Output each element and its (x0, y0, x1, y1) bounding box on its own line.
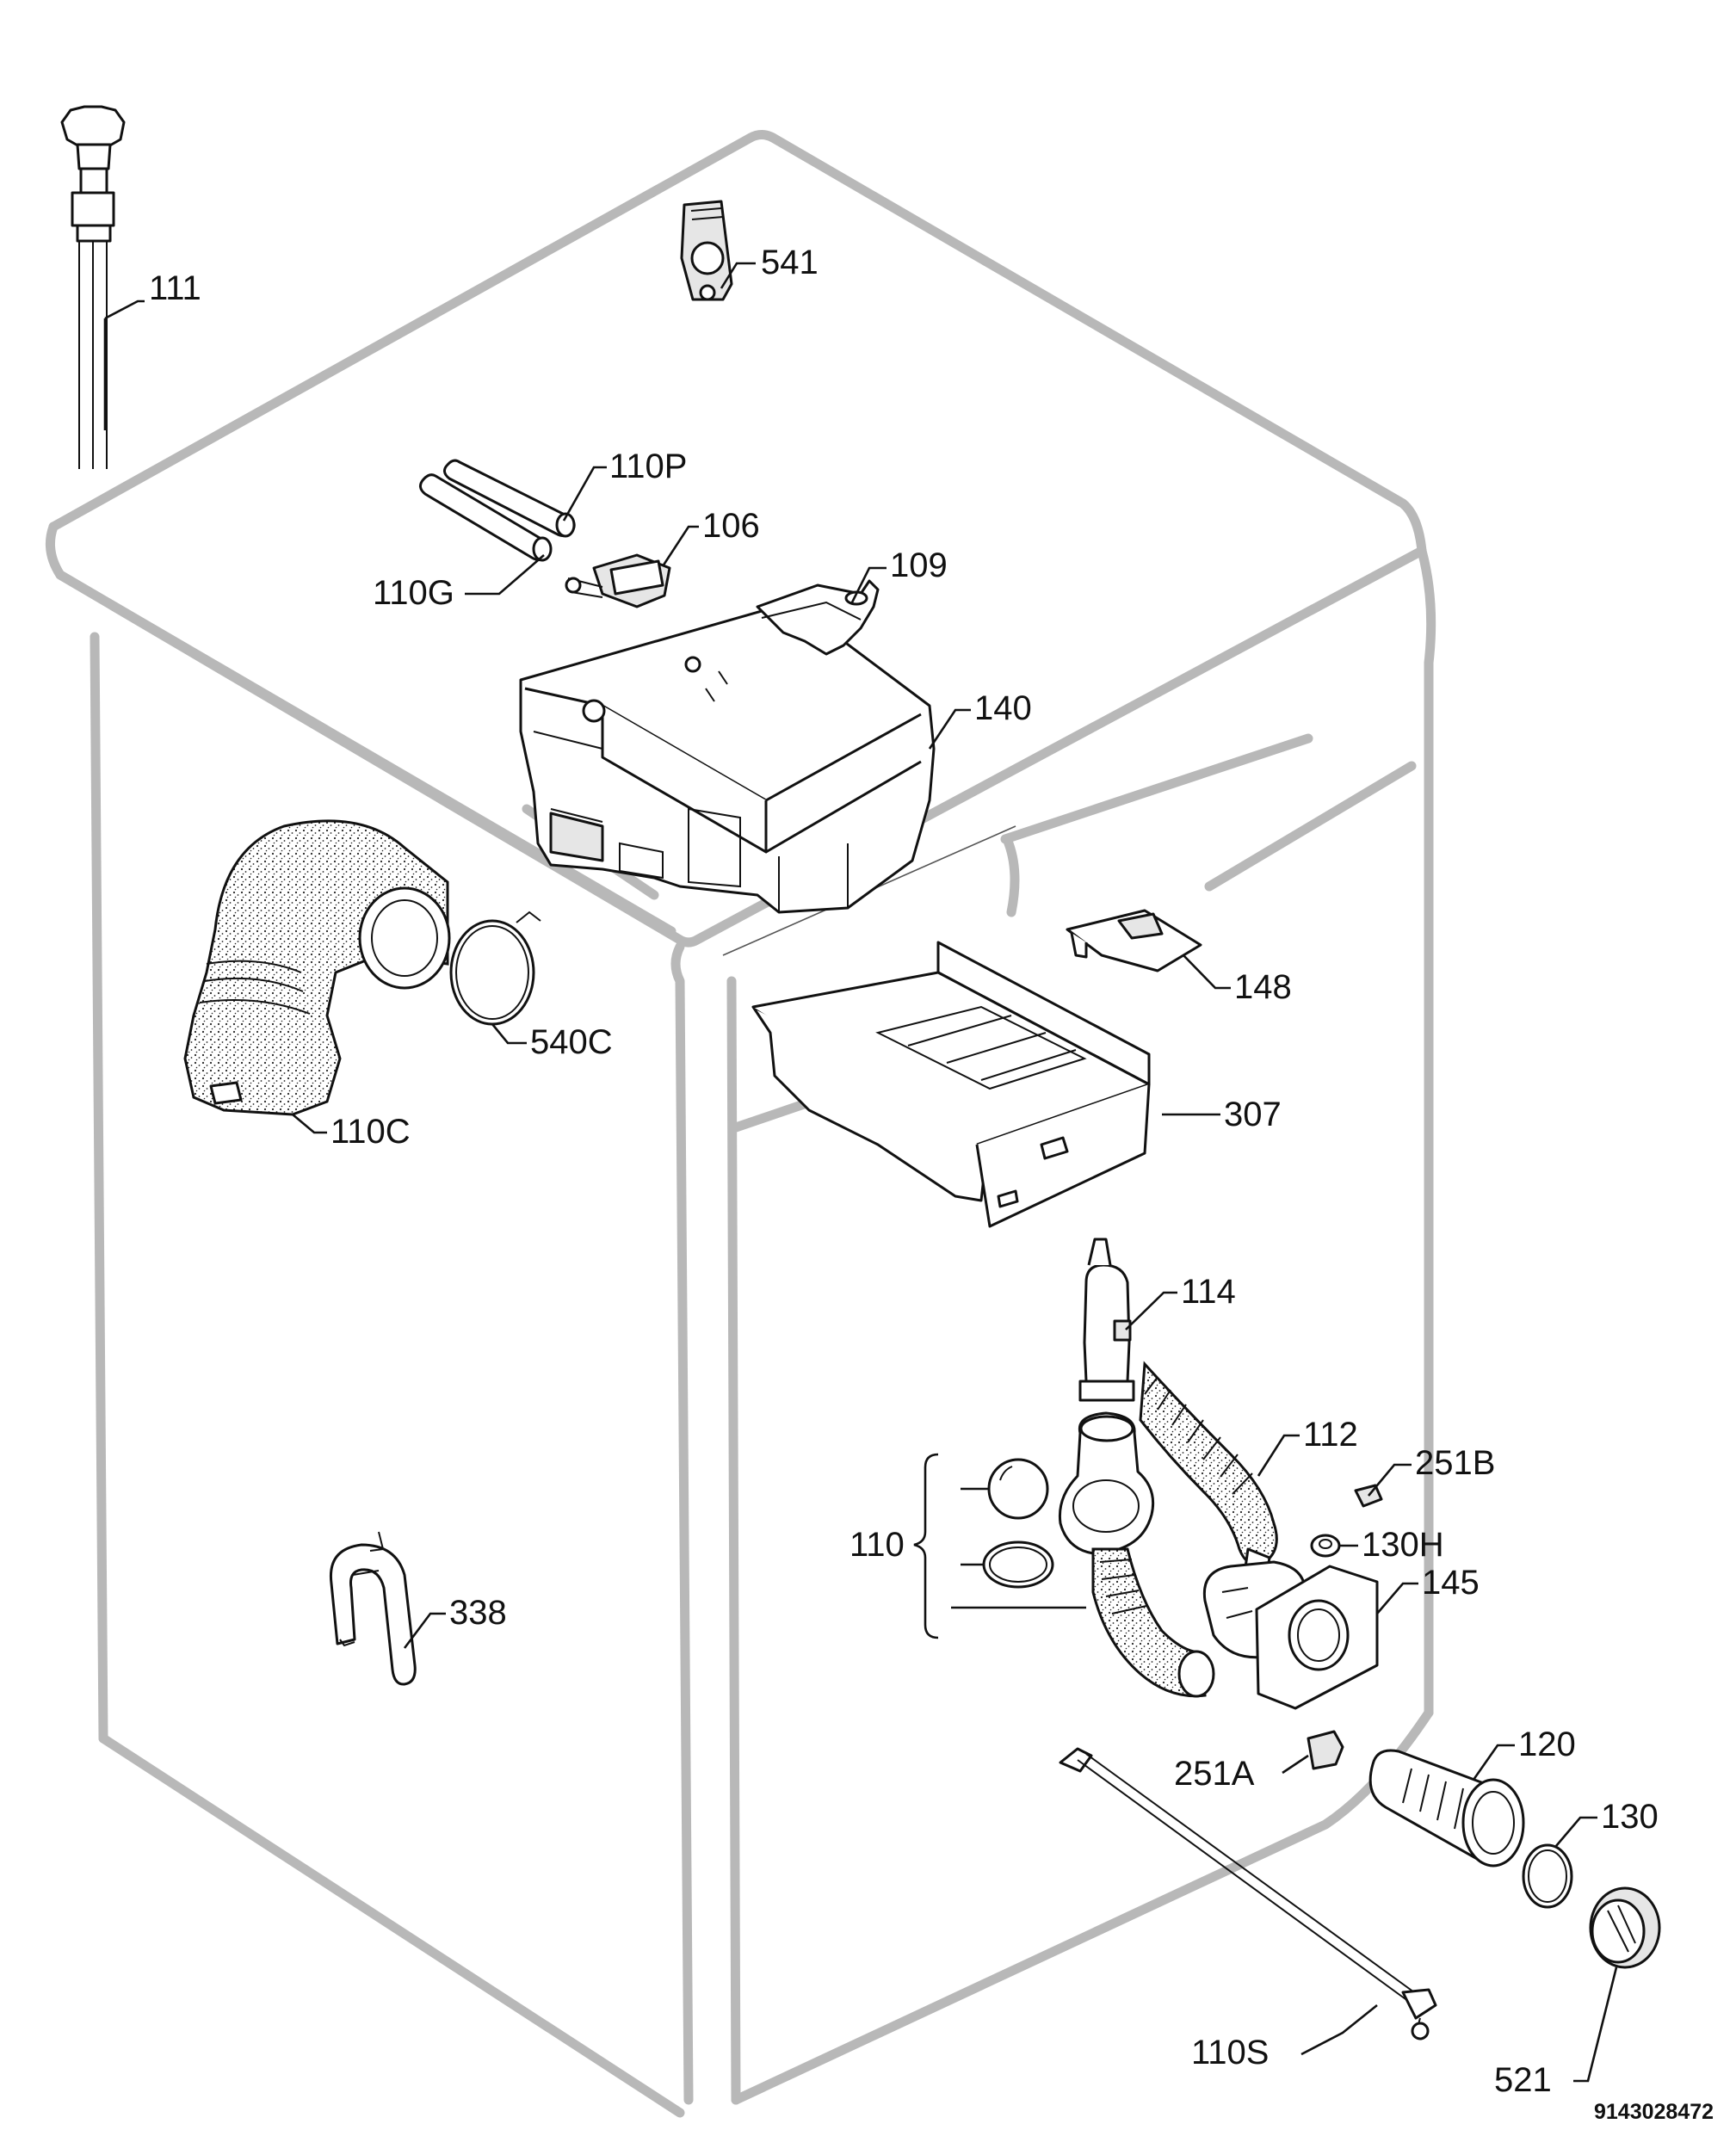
callout-labels: 111 541 110P 106 110G 109 140 148 540C 1… (149, 244, 1714, 2124)
inlet-hose-111 (60, 105, 126, 469)
callout-148: 148 (1234, 968, 1292, 1006)
filter-120 (1368, 1749, 1525, 1868)
document-number: 9143028472 (1594, 2100, 1714, 2124)
pump-body-145 (1202, 1560, 1379, 1710)
callout-140: 140 (974, 689, 1032, 727)
clip-251A (1307, 1730, 1344, 1770)
callout-109: 109 (890, 546, 948, 584)
hoses-110P-110G (419, 459, 576, 562)
callout-338: 338 (449, 1594, 507, 1632)
seal-130H (1310, 1534, 1341, 1558)
callout-130H: 130H (1362, 1526, 1444, 1564)
callout-110S: 110S (1191, 2034, 1269, 2071)
o-ring-130 (1522, 1843, 1573, 1909)
callout-120: 120 (1518, 1726, 1576, 1763)
callout-130: 130 (1601, 1798, 1659, 1836)
callout-541: 541 (761, 244, 819, 281)
corrugated-hose-112 (1139, 1361, 1278, 1585)
callout-110G: 110G (373, 574, 454, 612)
pressure-chamber-114 (1078, 1238, 1135, 1402)
callout-540C: 540C (530, 1023, 613, 1061)
callout-145: 145 (1422, 1564, 1480, 1602)
cover-148 (1066, 909, 1202, 972)
group-bracket-110 (913, 1453, 939, 1639)
callout-114: 114 (1181, 1273, 1236, 1311)
callout-111: 111 (149, 269, 201, 307)
callout-106: 106 (702, 507, 760, 545)
callout-251A: 251A (1174, 1755, 1255, 1793)
emergency-drain-tube-110S (1059, 1747, 1437, 2040)
callout-521: 521 (1494, 2061, 1552, 2099)
dispenser-drawer-307 (751, 941, 1151, 1228)
hose-guide-338 (329, 1531, 417, 1686)
callout-110: 110 (849, 1526, 905, 1564)
valve-106 (565, 553, 671, 608)
callout-110P: 110P (609, 448, 687, 485)
callout-112: 112 (1303, 1416, 1358, 1454)
dispenser-housing-140 (519, 579, 936, 914)
clamp-ring-540C (449, 911, 541, 1026)
callout-307: 307 (1224, 1096, 1282, 1133)
bellows-hose-110C (183, 819, 451, 1116)
filter-cap-521 (1589, 1886, 1661, 1969)
callout-251B: 251B (1415, 1444, 1495, 1482)
leader-lines (103, 262, 1618, 2083)
clamp-541 (680, 200, 733, 301)
callout-110C: 110C (331, 1113, 411, 1151)
